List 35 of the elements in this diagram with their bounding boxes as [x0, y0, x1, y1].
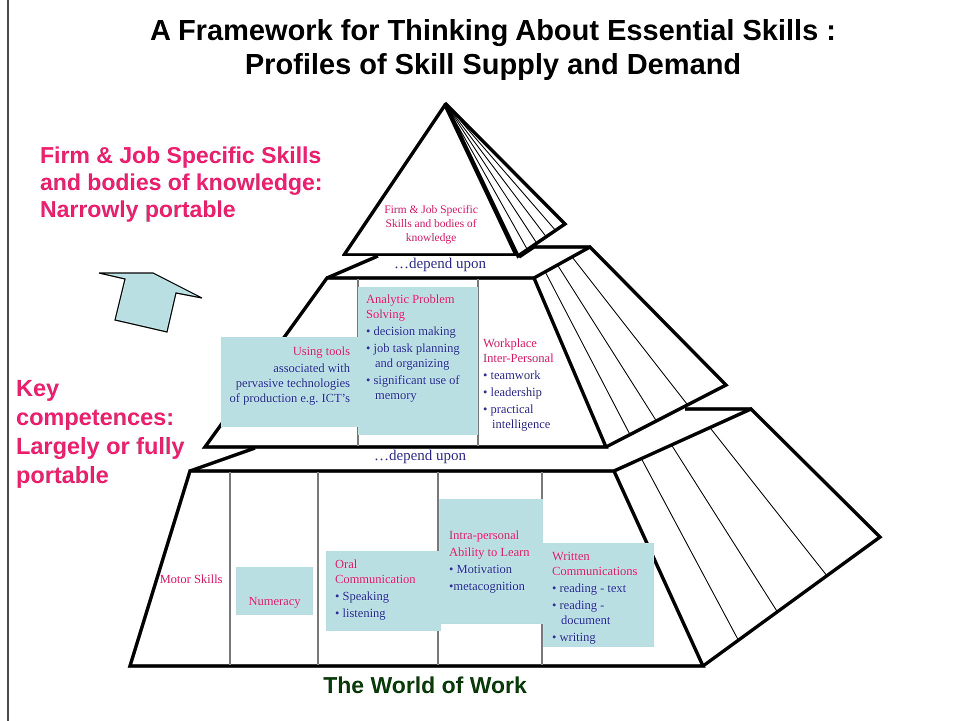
skill-heading: Workplace Inter-Personal [483, 336, 555, 366]
skill-heading: Written Communications [552, 549, 638, 579]
skill-item: associated with pervasive technologies of production e.g. ICT’s [228, 361, 350, 406]
annotation-text: Key competences: Largely or fully portable [16, 374, 186, 490]
skill-box [326, 551, 441, 631]
skill-item: • leadership [483, 385, 543, 400]
skill-box [358, 287, 478, 435]
annotation-text: Firm & Job Specific Skills and bodies of knowledge: Narrowly portable [40, 142, 324, 223]
skill-item: • listening [335, 606, 387, 621]
skill-box [221, 337, 358, 427]
skill-box [236, 567, 313, 615]
skill-item: • job task planning and organizing [366, 341, 461, 371]
skill-heading: Analytic Problem Solving [366, 292, 456, 322]
skill-item: • Speaking [335, 589, 390, 604]
skill-heading: Ability to Learn [449, 545, 531, 560]
skill-item: • teamwork [483, 368, 542, 383]
connector-text: …depend upon [392, 255, 488, 273]
skill-item: • decision making [366, 324, 457, 339]
annotation-text: The World of Work [322, 671, 528, 700]
skill-heading: Oral Communication [335, 557, 417, 587]
skill-box [543, 543, 654, 647]
skill-heading: Intra-personal [449, 528, 520, 543]
connector-text: …depend upon [372, 447, 468, 465]
skill-heading: Using tools [292, 344, 350, 359]
skill-item: • practical intelligence [483, 402, 552, 432]
title: A Framework for Thinking About Essential Skills : Profiles of Skill Supply and Demand [149, 14, 837, 82]
skill-heading: Firm & Job Specific Skills and bodies of knowledge [383, 203, 479, 245]
skill-heading: Motor Skills [158, 572, 224, 587]
skill-item: • significant use of memory [366, 373, 461, 403]
skill-heading: Numeracy [247, 594, 302, 609]
skill-item: • reading - text [552, 581, 628, 596]
skill-item: • Motivation [449, 562, 514, 577]
skill-item: • writing [552, 630, 597, 645]
skill-item: • reading - document [552, 598, 612, 628]
skill-item: •metacognition [449, 579, 526, 594]
